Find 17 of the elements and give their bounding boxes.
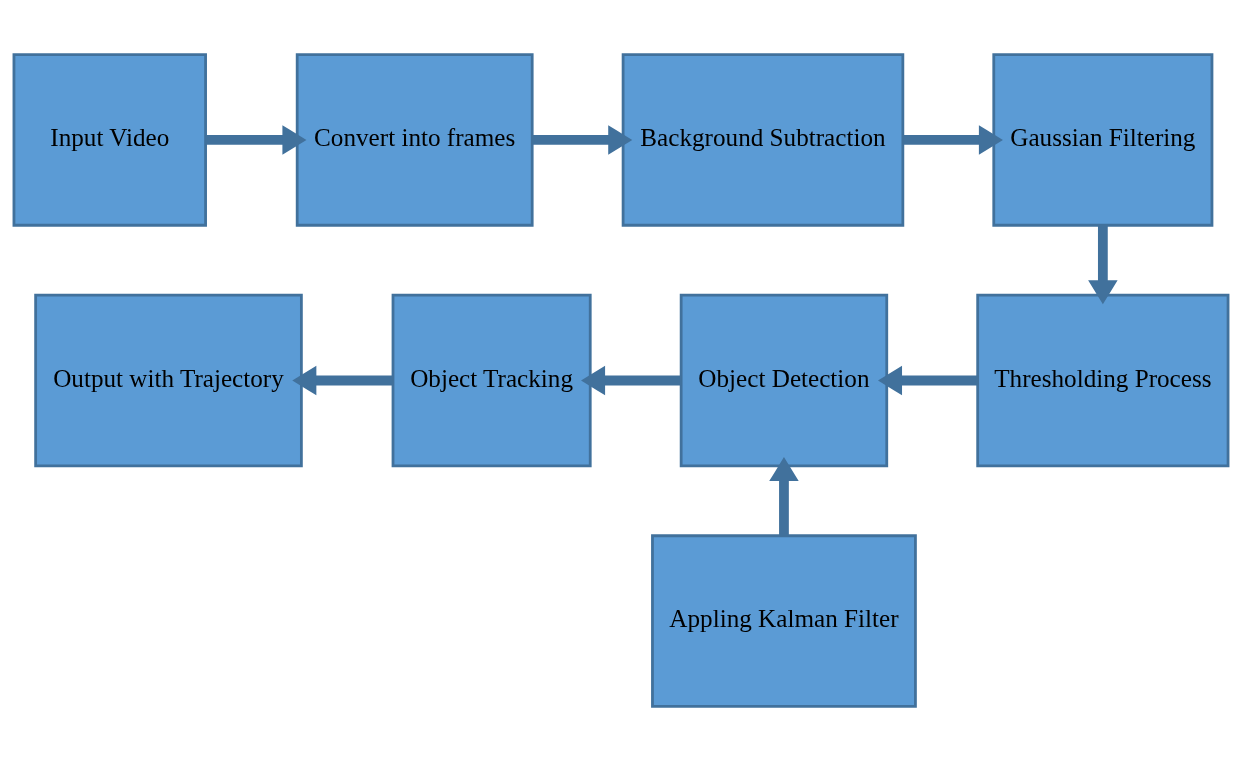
arrow [532, 124, 633, 155]
arrow [581, 365, 682, 395]
node-box: Gaussian Filtering [992, 52, 1214, 227]
node-box: Output with Trajectory [34, 293, 303, 467]
arrow [1088, 225, 1118, 304]
arrow [292, 365, 393, 395]
node-box: Background Subtraction [621, 52, 905, 227]
node-box: Appling Kalman Filter [651, 533, 917, 708]
arrow [878, 365, 978, 395]
arrow [205, 124, 307, 155]
node-box: Thresholding Process [976, 293, 1230, 467]
arrow [903, 124, 1003, 155]
node-box: Input Video [12, 52, 207, 227]
node-box: Object Detection [679, 293, 889, 467]
arrow [769, 456, 799, 535]
node-box: Object Tracking [391, 293, 592, 467]
node-box: Convert into frames [295, 52, 534, 227]
